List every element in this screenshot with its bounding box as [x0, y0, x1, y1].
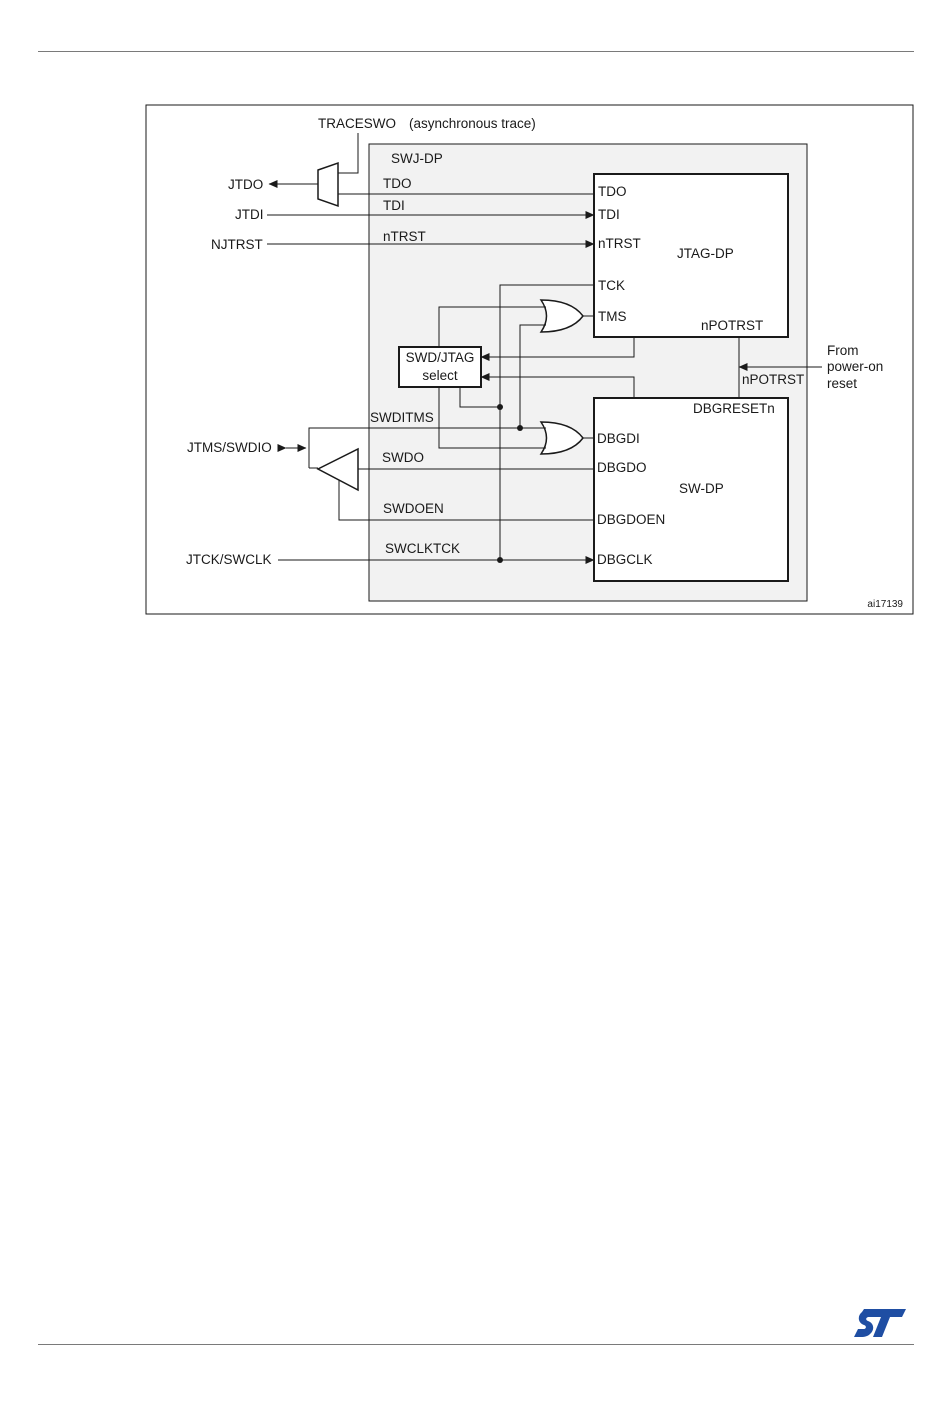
swj-dp-label: SWJ-DP: [391, 151, 443, 166]
jtdo-label: JTDO: [228, 177, 263, 192]
sw-port-dbgdi: DBGDI: [597, 431, 640, 446]
tdi-signal-label: TDI: [383, 198, 405, 213]
sw-port-dbgresetn: DBGRESETn: [693, 401, 775, 416]
jtag-port-tms: TMS: [598, 309, 627, 324]
async-trace-label: (asynchronous trace): [409, 116, 536, 131]
swditms-signal-label: SWDITMS: [370, 410, 434, 425]
tdo-signal-label: TDO: [383, 176, 412, 191]
sw-port-dbgclk: DBGCLK: [597, 552, 653, 567]
jtag-port-tdo: TDO: [598, 184, 627, 199]
swclk-junction: [497, 557, 503, 563]
jtdi-label: JTDI: [235, 207, 264, 222]
ntrst-signal-label: nTRST: [383, 229, 426, 244]
jtag-dp-label: JTAG-DP: [677, 246, 734, 261]
sw-port-dbgdo: DBGDO: [597, 460, 647, 475]
swdo-signal-label: SWDO: [382, 450, 424, 465]
por-label-line2: power-on: [827, 359, 883, 374]
swdoen-signal-label: SWDOEN: [383, 501, 444, 516]
jtag-port-npotrst: nPOTRST: [701, 318, 763, 333]
por-label-line1: From: [827, 343, 859, 358]
select-clock-junction: [497, 404, 503, 410]
sw-port-dbgdoen: DBGDOEN: [597, 512, 665, 527]
trace-mux: [318, 163, 338, 206]
jtck-swclk-label: JTCK/SWCLK: [186, 552, 272, 567]
npotrst-signal-label: nPOTRST: [742, 372, 804, 387]
njtrst-label: NJTRST: [211, 237, 263, 252]
select-box-line2: select: [422, 368, 458, 383]
swditms-junction: [517, 425, 523, 431]
st-logo-icon: [850, 1305, 910, 1341]
jtag-port-tck: TCK: [598, 278, 625, 293]
traceswo-label: TRACESWO: [318, 116, 396, 131]
figure-id: ai17139: [867, 599, 903, 610]
sw-dp-label: SW-DP: [679, 481, 724, 496]
jtag-port-tdi: TDI: [598, 207, 620, 222]
footer-rule: [38, 1344, 914, 1345]
jtms-swdio-label: JTMS/SWDIO: [187, 440, 272, 455]
swj-dp-block-diagram: SWJ-DP JTAG-DP TDO TDI nTRST TCK TMS nPO…: [0, 0, 950, 640]
por-label-line3: reset: [827, 376, 857, 391]
swclktck-signal-label: SWCLKTCK: [385, 541, 460, 556]
select-box-line1: SWD/JTAG: [406, 350, 475, 365]
jtag-port-ntrst: nTRST: [598, 236, 641, 251]
